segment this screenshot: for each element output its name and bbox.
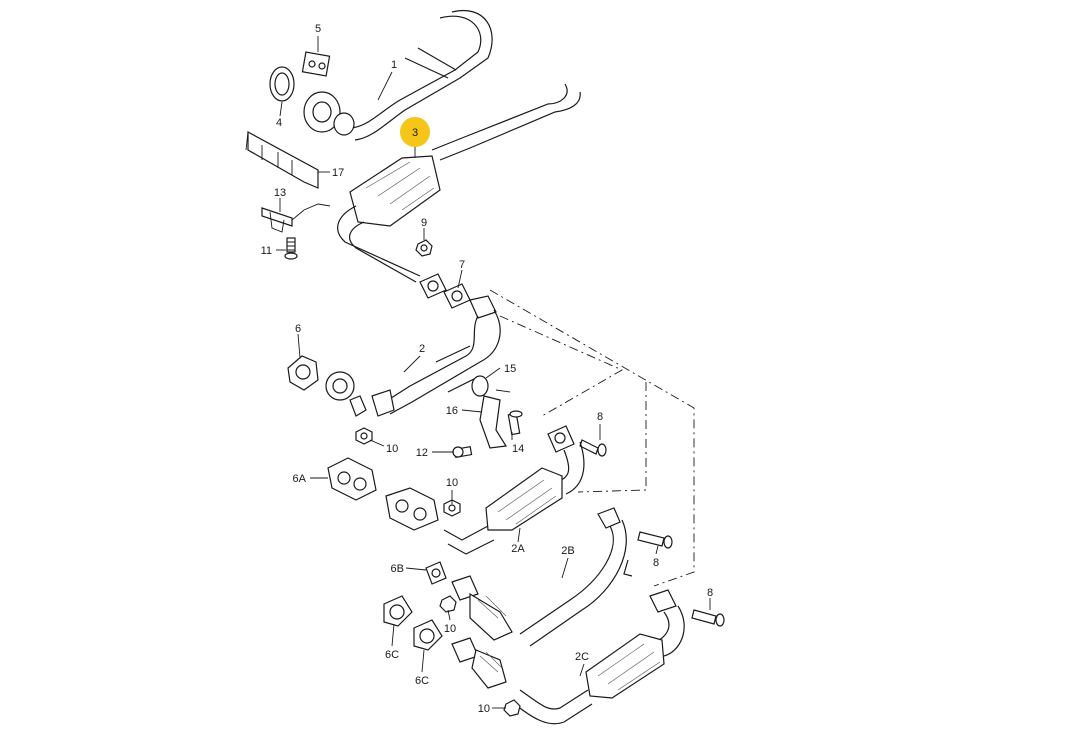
callout-1[interactable]: 1 <box>391 59 397 71</box>
callout-11[interactable]: 11 <box>261 245 272 257</box>
nut-10-a <box>355 427 373 445</box>
callout-14[interactable]: 14 <box>512 443 524 455</box>
pipe-2B <box>451 507 633 647</box>
clip-5 <box>301 51 331 77</box>
front-pipe-1 <box>303 9 493 141</box>
gasket-6A <box>327 457 439 531</box>
nut-10-b <box>443 499 461 517</box>
callout-6[interactable]: 6 <box>295 323 301 335</box>
callout-labels: 5 1 4 17 13 11 9 7 6 2 10 15 16 14 12 8 … <box>261 23 713 715</box>
callout-17[interactable]: 17 <box>332 167 344 179</box>
callout-2[interactable]: 2 <box>419 343 425 355</box>
callout-3: 3 <box>412 127 418 139</box>
callout-2B[interactable]: 2B <box>561 545 574 557</box>
gasket-6B <box>425 561 447 585</box>
nut-10-c <box>439 595 457 613</box>
callout-10[interactable]: 10 <box>478 703 490 715</box>
callout-13[interactable]: 13 <box>274 187 286 199</box>
callout-8[interactable]: 8 <box>597 411 603 423</box>
nut-10-d <box>503 699 521 717</box>
bolt-8-a <box>579 439 607 457</box>
callout-7[interactable]: 7 <box>459 259 465 271</box>
callout-9[interactable]: 9 <box>421 217 427 229</box>
seal-ring-4 <box>269 66 295 102</box>
rear-pipe-2 <box>325 295 501 417</box>
bolt-8-c <box>691 609 725 627</box>
bracket-assembly-16 <box>452 375 523 459</box>
gasket-6 <box>287 355 319 391</box>
gasket-7 <box>419 273 471 309</box>
hanger-13 <box>261 203 331 233</box>
gasket-6C-a <box>383 595 413 627</box>
front-pipe-2A <box>443 425 585 555</box>
nut-9 <box>415 239 433 257</box>
callout-8[interactable]: 8 <box>653 557 659 569</box>
callout-16[interactable]: 16 <box>446 405 458 417</box>
callout-6B[interactable]: 6B <box>391 563 404 575</box>
callout-5[interactable]: 5 <box>315 23 321 35</box>
callout-4[interactable]: 4 <box>276 117 282 129</box>
callout-8[interactable]: 8 <box>707 587 713 599</box>
callout-6C[interactable]: 6C <box>415 675 429 687</box>
callout-15[interactable]: 15 <box>504 363 516 375</box>
bracket-17 <box>245 130 319 189</box>
callout-10[interactable]: 10 <box>444 623 456 635</box>
gasket-6C-b <box>413 619 443 651</box>
catalytic-converter-3 <box>337 83 581 283</box>
leader-lines <box>276 36 711 709</box>
callout-12[interactable]: 12 <box>416 447 428 459</box>
grouping-lines <box>489 289 695 587</box>
callout-2A[interactable]: 2A <box>511 543 525 555</box>
callout-6A[interactable]: 6A <box>293 473 307 485</box>
pipe-2C <box>451 589 685 725</box>
bolt-8-b <box>637 531 673 549</box>
callout-6C[interactable]: 6C <box>385 649 399 661</box>
callout-10[interactable]: 10 <box>386 443 398 455</box>
highlight-marker-3[interactable]: 3 <box>400 117 430 158</box>
callout-10[interactable]: 10 <box>446 477 458 489</box>
callout-2C[interactable]: 2C <box>575 651 589 663</box>
bolt-11 <box>284 237 298 260</box>
